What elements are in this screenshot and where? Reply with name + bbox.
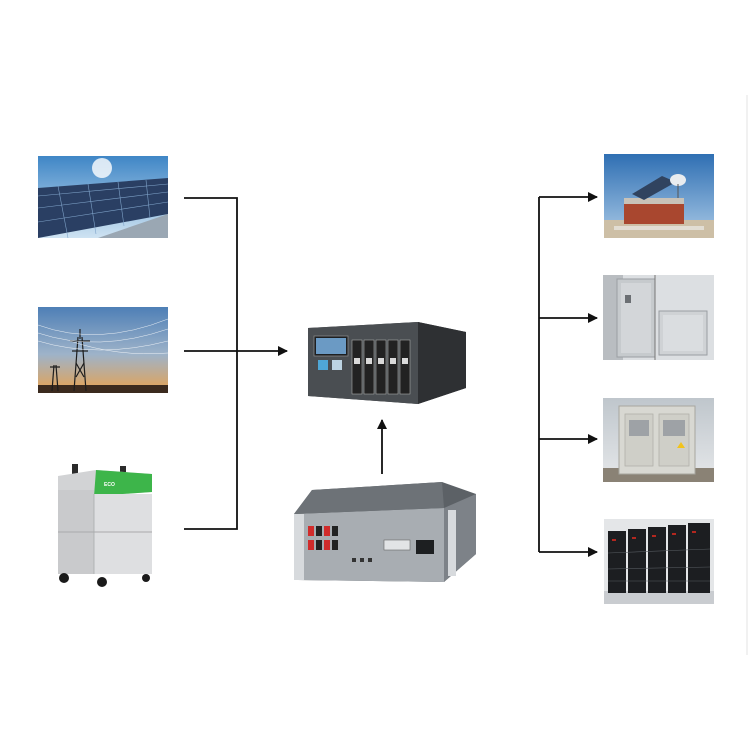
solar-to-bus-line — [184, 197, 238, 530]
data-center-racks-image — [604, 519, 714, 604]
battery-module-image — [292, 480, 478, 588]
outdoor-enclosure-image — [603, 398, 714, 482]
power-controller-image — [300, 318, 468, 410]
generator-logo-text: ECO — [104, 482, 115, 488]
page-edge-line — [746, 95, 748, 655]
power-grid-image — [38, 307, 168, 393]
solar-panels-image — [38, 156, 168, 238]
telecom-cabinet-image — [603, 275, 714, 360]
generator-image: ECO — [52, 462, 157, 590]
remote-solar-station-image — [604, 154, 714, 238]
